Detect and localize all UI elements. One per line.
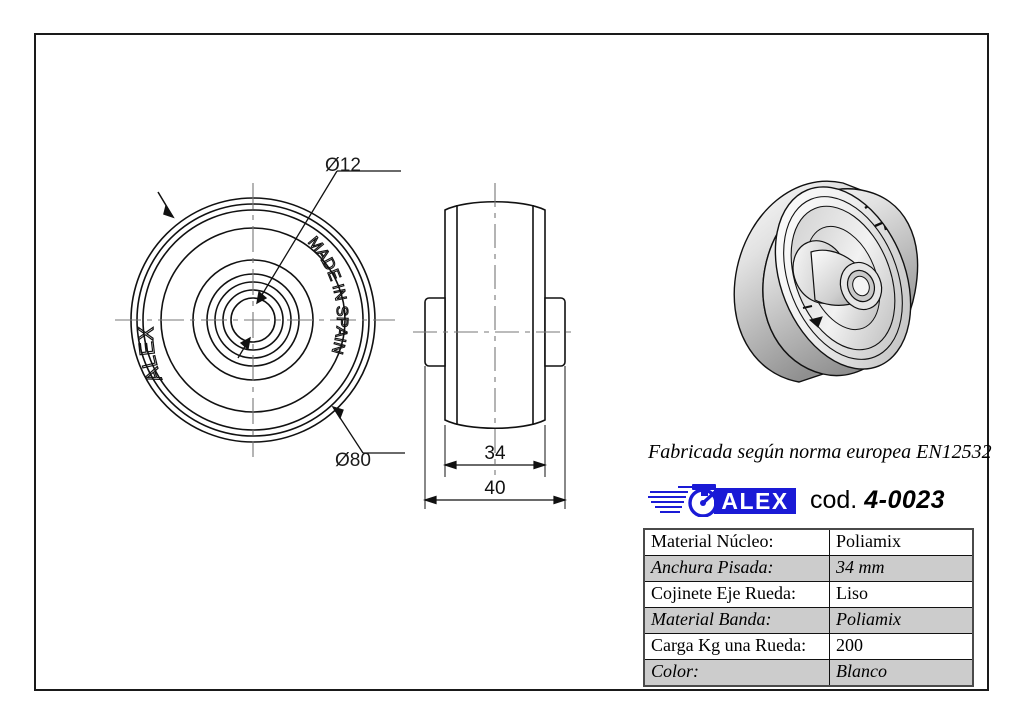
european-norm-text: Fabricada según norma europea EN12532 — [648, 441, 992, 463]
front-view-drawing: ALEX MADE IN SPAIN — [115, 170, 405, 457]
alex-logo: ALEX — [648, 484, 796, 517]
dimension-34-label: 34 — [484, 443, 506, 464]
table-row: Material Banda: Poliamix — [643, 607, 974, 634]
spec-key: Cojinete Eje Rueda: — [643, 581, 830, 608]
spec-key: Material Núcleo: — [643, 528, 830, 556]
diameter-80-label: Ø80 — [335, 450, 371, 471]
alex-logo-text: ALEX — [721, 488, 788, 514]
product-code-value: 4-0023 — [864, 485, 946, 514]
specification-table-body: Material Núcleo: Poliamix Anchura Pisada… — [643, 528, 974, 687]
spec-value: Poliamix — [829, 528, 974, 556]
spec-value: Poliamix — [829, 607, 974, 634]
spec-key: Color: — [643, 659, 830, 687]
dimension-40-label: 40 — [484, 478, 505, 499]
spec-value: Blanco — [829, 659, 974, 687]
sheet-border — [34, 33, 989, 691]
product-code-prefix: cod. — [810, 485, 858, 514]
brand-row: ALEX cod. 4-0023 — [648, 483, 945, 517]
spec-value: Liso — [829, 581, 974, 608]
spec-value: 200 — [829, 633, 974, 660]
side-view-drawing: 34 40 — [413, 183, 577, 509]
table-row: Material Núcleo: Poliamix — [643, 528, 974, 556]
diameter-12-label: Ø12 — [325, 155, 361, 176]
table-row: Cojinete Eje Rueda: Liso — [643, 581, 974, 608]
table-row: Carga Kg una Rueda: 200 — [643, 633, 974, 660]
isometric-view-drawing — [733, 180, 919, 383]
spec-key: Anchura Pisada: — [643, 555, 830, 582]
table-row: Color: Blanco — [643, 659, 974, 687]
spec-value: 34 mm — [829, 555, 974, 582]
table-row: Anchura Pisada: 34 mm — [643, 555, 974, 582]
spec-key: Carga Kg una Rueda: — [643, 633, 830, 660]
specification-table: Material Núcleo: Poliamix Anchura Pisada… — [643, 528, 974, 687]
spec-key: Material Banda: — [643, 607, 830, 634]
product-code: cod. 4-0023 — [810, 486, 945, 515]
